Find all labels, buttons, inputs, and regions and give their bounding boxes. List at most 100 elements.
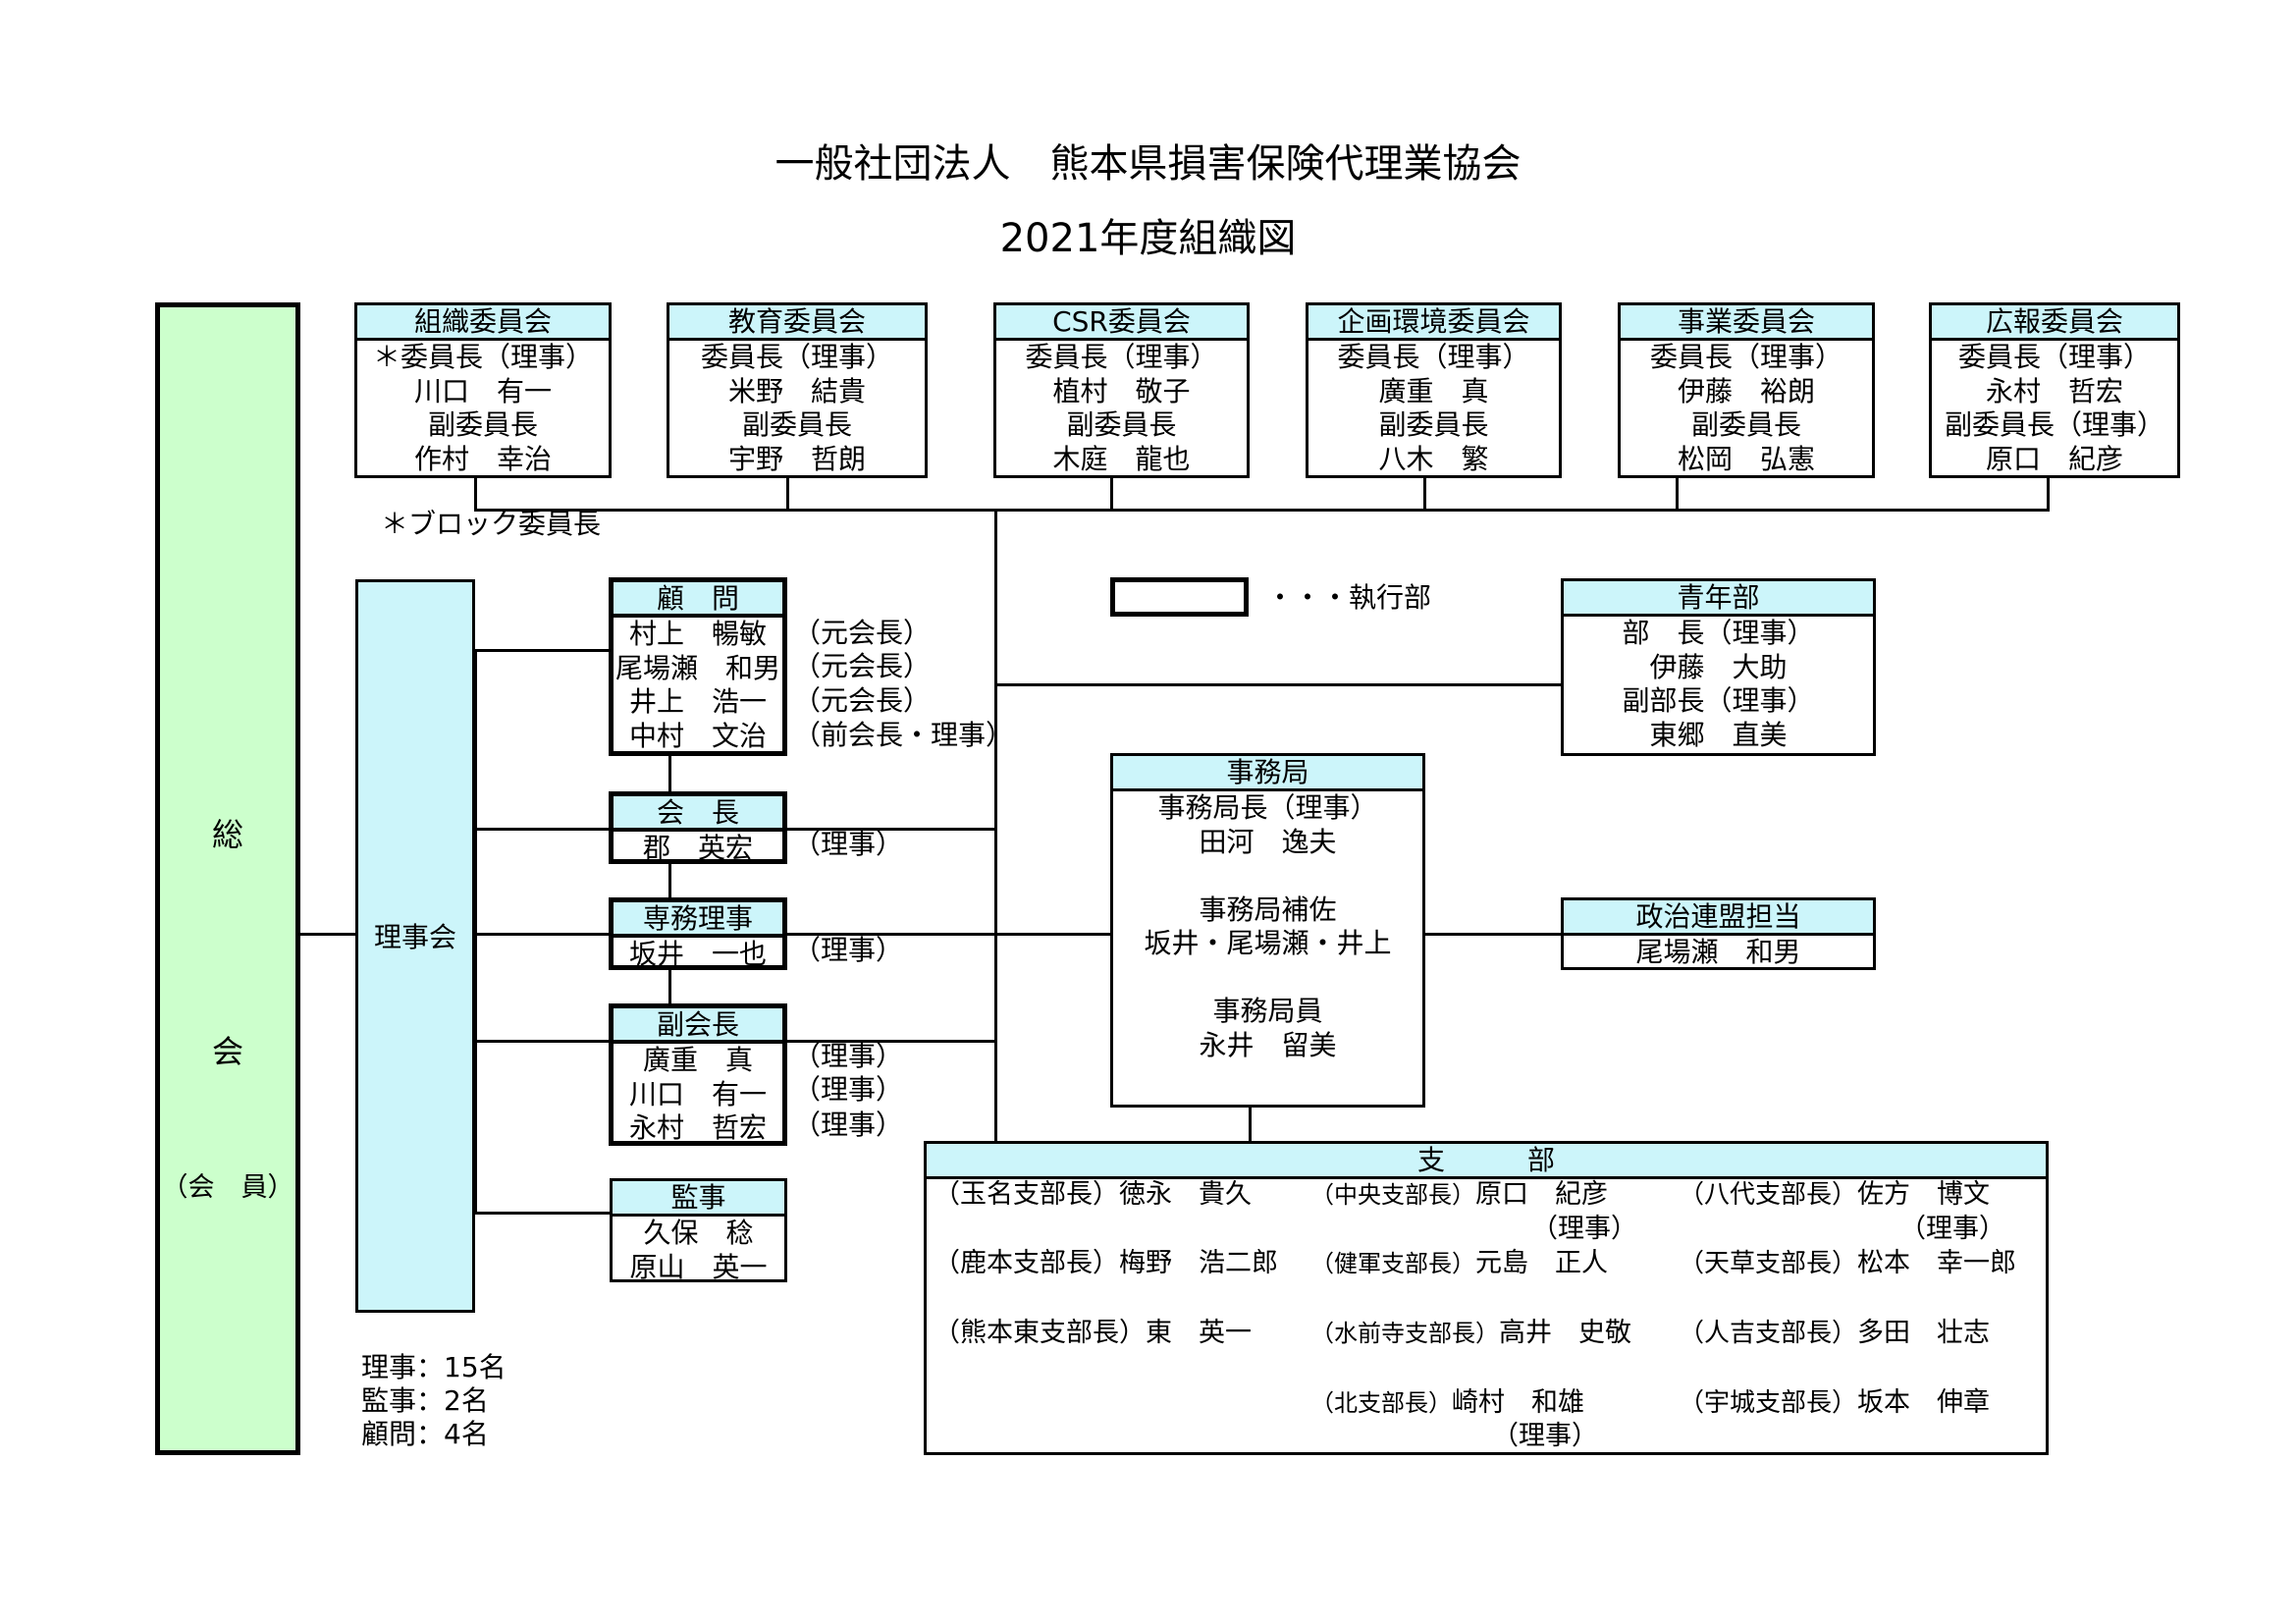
branch-chief: 元島 正人 bbox=[1475, 1248, 1608, 1278]
advisor-note: （前会長・理事） bbox=[793, 719, 1014, 751]
committee-line: 八木 繁 bbox=[1378, 442, 1489, 475]
committee-name: 教育委員会 bbox=[669, 305, 925, 341]
branch-entry: （健軍支部長）元島 正人 bbox=[1310, 1247, 1608, 1280]
branch-role: （天草支部長） bbox=[1679, 1249, 1858, 1278]
committee-line: 宇野 哲朗 bbox=[727, 442, 866, 475]
branch-director-note: （理事） bbox=[1492, 1421, 1598, 1451]
branch-chief: 徳永 貴久 bbox=[1119, 1179, 1252, 1210]
branch-entry: （人吉支部長）多田 壮志 bbox=[1679, 1317, 1990, 1350]
committee-line: 永村 哲宏 bbox=[1985, 374, 2123, 407]
branch-entry: （熊本東支部長）東 英一 bbox=[934, 1317, 1252, 1350]
director-count: 理事：15名 bbox=[361, 1351, 507, 1383]
branches-header: 支 部 bbox=[927, 1144, 2046, 1179]
branch-role: （北支部長） bbox=[1310, 1389, 1452, 1417]
political-league-member: 尾場瀬 和男 bbox=[1635, 936, 1801, 968]
committee-line: 委員長（理事） bbox=[1025, 341, 1218, 373]
committee-line: 副委員長 bbox=[427, 408, 538, 441]
branch-entry: （北支部長）崎村 和雄 bbox=[1310, 1386, 1584, 1420]
secretariat-spacer bbox=[1113, 961, 1422, 996]
committee-box-public-relations: 広報委員会 委員長（理事） 永村 哲宏 副委員長（理事） 原口 紀彦 bbox=[1929, 302, 2180, 478]
committee-line: 米野 結貴 bbox=[727, 374, 866, 407]
vice-president-note: （理事） bbox=[793, 1073, 904, 1106]
branch-entry: （鹿本支部長）梅野 浩二郎 bbox=[934, 1247, 1278, 1280]
committee-name: 事業委員会 bbox=[1621, 305, 1872, 341]
committee-line: 廣重 真 bbox=[1378, 374, 1489, 407]
committee-line: ＊委員長（理事） bbox=[372, 341, 593, 373]
committee-line: 委員長（理事） bbox=[1649, 341, 1842, 373]
general-assembly-box: 総 会 （会 員） bbox=[155, 302, 300, 1455]
board-of-directors-box: 理事会 bbox=[355, 579, 475, 1313]
secretariat-box: 事務局 事務局長（理事） 田河 逸夫 事務局補佐 坂井・尾場瀬・井上 事務局員 … bbox=[1110, 753, 1425, 1108]
president-box: 会 長 郡 英宏 bbox=[609, 791, 787, 864]
branch-role: （玉名支部長） bbox=[934, 1179, 1119, 1210]
block-chair-note: ＊ブロック委員長 bbox=[381, 508, 602, 540]
branch-entry: （八代支部長）佐方 博文 bbox=[1679, 1178, 1990, 1212]
managing-director-member: 坂井 一也 bbox=[628, 938, 767, 970]
president-note: （理事） bbox=[793, 828, 904, 860]
branch-chief: 梅野 浩二郎 bbox=[1119, 1248, 1278, 1278]
branch-role: （水前寺支部長） bbox=[1310, 1320, 1499, 1347]
branch-entry: （宇城支部長）坂本 伸章 bbox=[1679, 1386, 1990, 1420]
branch-entry: （天草支部長）松本 幸一郎 bbox=[1679, 1247, 2016, 1280]
committee-line: 川口 有一 bbox=[413, 374, 552, 407]
committee-line: 原口 紀彦 bbox=[1985, 442, 2123, 475]
advisor-note: （元会長） bbox=[793, 650, 932, 682]
advisor-member: 村上 暢敏 bbox=[628, 618, 767, 650]
youth-division-header: 青年部 bbox=[1564, 581, 1873, 617]
committee-line: 松岡 弘憲 bbox=[1677, 442, 1815, 475]
secretariat-line: 事務局補佐 bbox=[1199, 893, 1337, 926]
auditor-count: 監事：2名 bbox=[361, 1384, 489, 1417]
committee-box-education: 教育委員会 委員長（理事） 米野 結貴 副委員長 宇野 哲朗 bbox=[667, 302, 928, 478]
political-league-box: 政治連盟担当 尾場瀬 和男 bbox=[1561, 897, 1876, 970]
committee-line: 作村 幸治 bbox=[413, 442, 552, 475]
advisor-count: 顧問：4名 bbox=[361, 1418, 489, 1450]
executive-legend-label: ・・・執行部 bbox=[1266, 581, 1432, 614]
advisor-note: （元会長） bbox=[793, 684, 932, 717]
managing-director-note: （理事） bbox=[793, 934, 904, 966]
advisor-member: 中村 文治 bbox=[628, 719, 767, 752]
branch-role: （鹿本支部長） bbox=[934, 1248, 1119, 1278]
branch-chief: 高井 史敬 bbox=[1499, 1318, 1631, 1348]
branch-entry: （玉名支部長）徳永 貴久 bbox=[934, 1178, 1252, 1212]
secretariat-line: 田河 逸夫 bbox=[1199, 825, 1337, 858]
committee-line: 委員長（理事） bbox=[700, 341, 893, 373]
committee-line: 委員長（理事） bbox=[1957, 341, 2151, 373]
auditors-header: 監事 bbox=[613, 1181, 784, 1217]
committee-line: 副委員長 bbox=[1066, 408, 1177, 441]
branch-director-note: （理事） bbox=[1899, 1214, 2005, 1244]
youth-division-box: 青年部 部 長（理事） 伊藤 大助 副部長（理事） 東郷 直美 bbox=[1561, 578, 1876, 756]
general-assembly-members: （会 員） bbox=[161, 1172, 294, 1203]
branch-chief: 佐方 博文 bbox=[1857, 1179, 1991, 1210]
board-of-directors-label: 理事会 bbox=[373, 921, 456, 953]
political-league-header: 政治連盟担当 bbox=[1564, 900, 1873, 936]
branch-role: （健軍支部長） bbox=[1310, 1250, 1475, 1277]
committee-line: 副委員長 bbox=[741, 408, 852, 441]
committee-line: 植村 敬子 bbox=[1052, 374, 1191, 407]
committee-line: 委員長（理事） bbox=[1337, 341, 1530, 373]
branch-chief: 崎村 和雄 bbox=[1452, 1387, 1584, 1418]
vice-president-box: 副会長 廣重 真 川口 有一 永村 哲宏 bbox=[609, 1003, 787, 1146]
secretariat-header: 事務局 bbox=[1113, 756, 1422, 791]
youth-division-line: 東郷 直美 bbox=[1649, 718, 1788, 751]
committee-name: 組織委員会 bbox=[357, 305, 609, 341]
branch-entry: （水前寺支部長）高井 史敬 bbox=[1310, 1317, 1631, 1350]
branch-role: （中央支部長） bbox=[1310, 1181, 1475, 1209]
committee-box-planning-environment: 企画環境委員会 委員長（理事） 廣重 真 副委員長 八木 繁 bbox=[1306, 302, 1562, 478]
org-name-title: 一般社団法人 熊本県損害保険代理業協会 bbox=[774, 141, 1522, 187]
branch-role: （熊本東支部長） bbox=[934, 1318, 1146, 1348]
committee-line: 木庭 龍也 bbox=[1052, 442, 1191, 475]
branch-chief: 多田 壮志 bbox=[1857, 1318, 1991, 1348]
youth-division-line: 部 長（理事） bbox=[1622, 617, 1815, 649]
auditor-member: 久保 稔 bbox=[643, 1217, 754, 1249]
advisor-note: （元会長） bbox=[793, 617, 932, 649]
committee-box-csr: CSR委員会 委員長（理事） 植村 敬子 副委員長 木庭 龍也 bbox=[993, 302, 1250, 478]
branch-chief: 東 英一 bbox=[1146, 1318, 1252, 1348]
secretariat-line: 事務局員 bbox=[1212, 995, 1323, 1027]
branch-role: （宇城支部長） bbox=[1679, 1388, 1858, 1418]
auditors-box: 監事 久保 稔 原山 英一 bbox=[610, 1178, 787, 1283]
branch-entry: （中央支部長）原口 紀彦 bbox=[1310, 1178, 1608, 1212]
branch-director-note: （理事） bbox=[1531, 1214, 1637, 1244]
executive-legend-swatch bbox=[1110, 577, 1249, 617]
secretariat-line: 永井 留美 bbox=[1199, 1028, 1337, 1061]
vice-president-member: 川口 有一 bbox=[628, 1077, 767, 1110]
